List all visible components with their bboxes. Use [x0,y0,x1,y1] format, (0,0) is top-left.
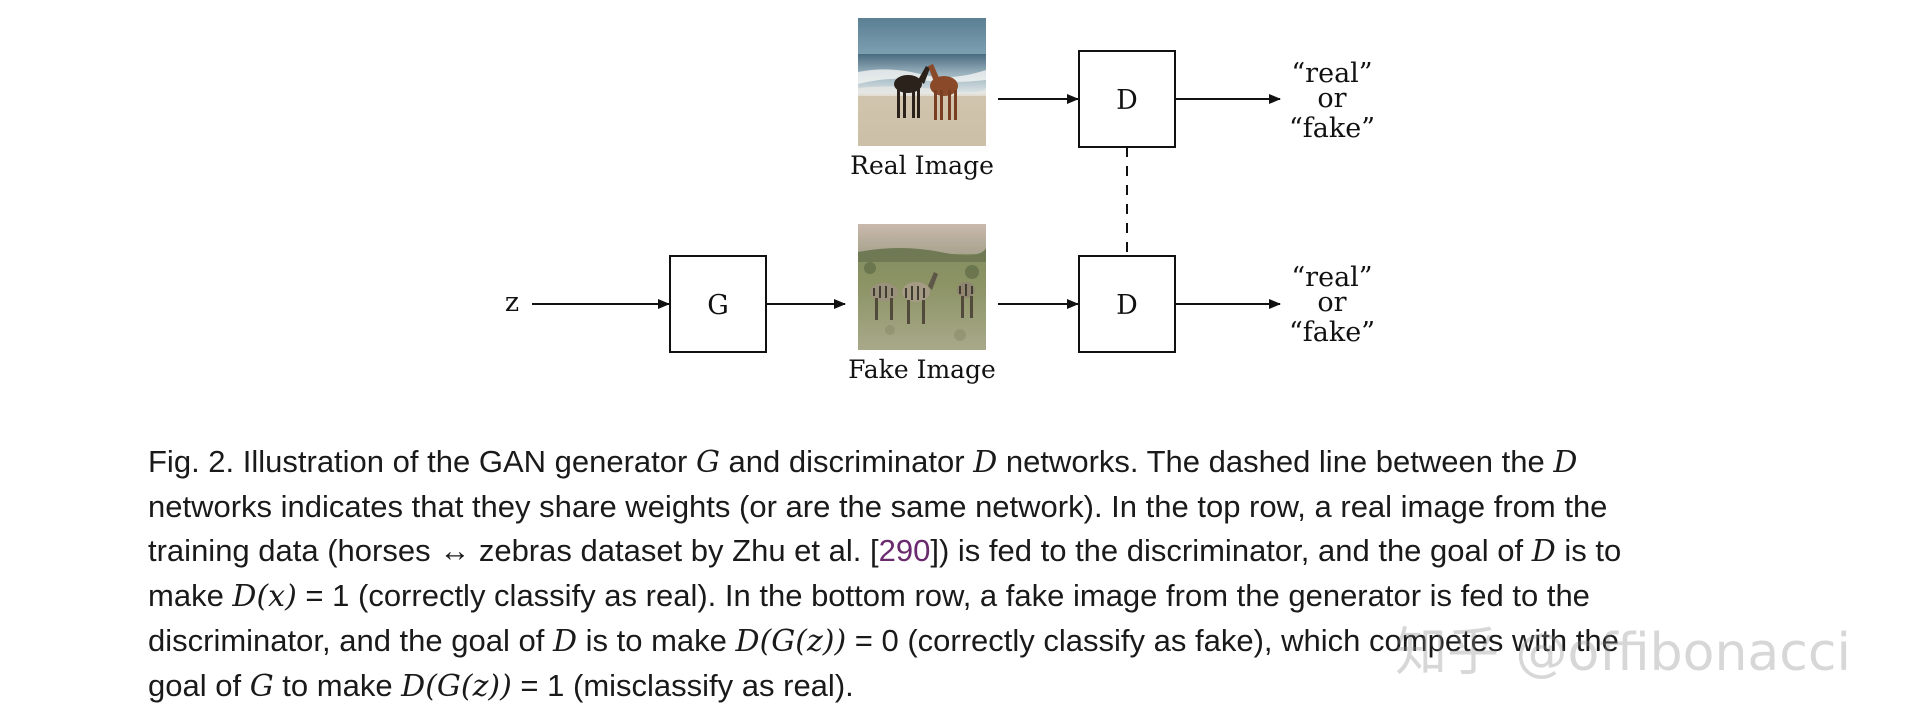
caption-math: D [1531,534,1556,569]
output-bottom-line-1: “real” [1291,262,1372,293]
caption-text: networks indicates that they share weigh… [148,489,1608,524]
caption-text: = 1 (correctly classify as real). In the… [296,578,1590,613]
output-bottom-line-3: “fake” [1289,317,1375,348]
caption-text: Fig. 2. Illustration of the GAN generato… [148,444,696,479]
caption-line: discriminator, and the goal of D is to m… [148,619,1738,664]
caption-text: discriminator, and the goal of [148,623,553,658]
caption-line: training data (horses ↔ zebras dataset b… [148,529,1738,574]
output-top-line-2: or [1317,83,1346,114]
caption-math: G [249,669,274,704]
output-bottom-line-2: or [1317,287,1346,318]
caption-math: D(G(z)) [401,669,512,704]
citation-link[interactable]: 290 [878,533,931,568]
caption-math: D(x) [232,579,297,614]
output-top-line-3: “fake” [1289,113,1375,144]
caption-text: goal of [148,668,250,703]
caption-line: Fig. 2. Illustration of the GAN generato… [148,440,1738,485]
fake-image-caption: Fake Image [848,355,996,384]
caption-math: D [552,624,578,659]
caption-text: networks. The dashed line between the [997,444,1554,479]
real-image-caption: Real Image [850,151,994,180]
discriminator-bottom-label: D [1116,290,1138,321]
caption-line: make D(x) = 1 (correctly classify as rea… [148,574,1738,619]
output-top: “real” or “fake” [1289,58,1375,144]
output-bottom: “real” or “fake” [1289,262,1375,348]
discriminator-top-label: D [1116,85,1138,116]
discriminator-top-box: D [1078,50,1176,148]
caption-line: goal of G to make D(G(z)) = 1 (misclassi… [148,664,1738,709]
generator-label: G [707,290,729,321]
output-top-line-1: “real” [1291,58,1372,89]
discriminator-bottom-box: D [1078,255,1176,353]
caption-text: is to make [577,623,736,658]
real-image [858,18,986,146]
caption-math: D [973,445,998,480]
caption-math: D [1553,445,1578,480]
gan-diagram: Real Image D “real” or “fake” z G [505,18,1375,384]
generator-box: G [669,255,767,353]
caption-line: networks indicates that they share weigh… [148,485,1738,529]
caption-text: = 0 (correctly classify as fake), which … [846,623,1619,658]
noise-z-label: z [505,287,519,318]
caption-text: and discriminator [719,444,974,479]
caption-math: G [695,445,720,480]
caption-text: to make [273,668,402,703]
caption-text: ]) is fed to the discriminator, and the … [930,533,1532,568]
caption-math: D(G(z)) [735,624,847,659]
caption-text: training data (horses ↔ zebras dataset b… [148,533,879,568]
fake-image [858,224,986,350]
figure-caption: Fig. 2. Illustration of the GAN generato… [148,440,1738,709]
caption-text: make [148,578,233,613]
caption-text: is to [1555,533,1622,568]
caption-text: = 1 (misclassify as real). [511,668,854,703]
